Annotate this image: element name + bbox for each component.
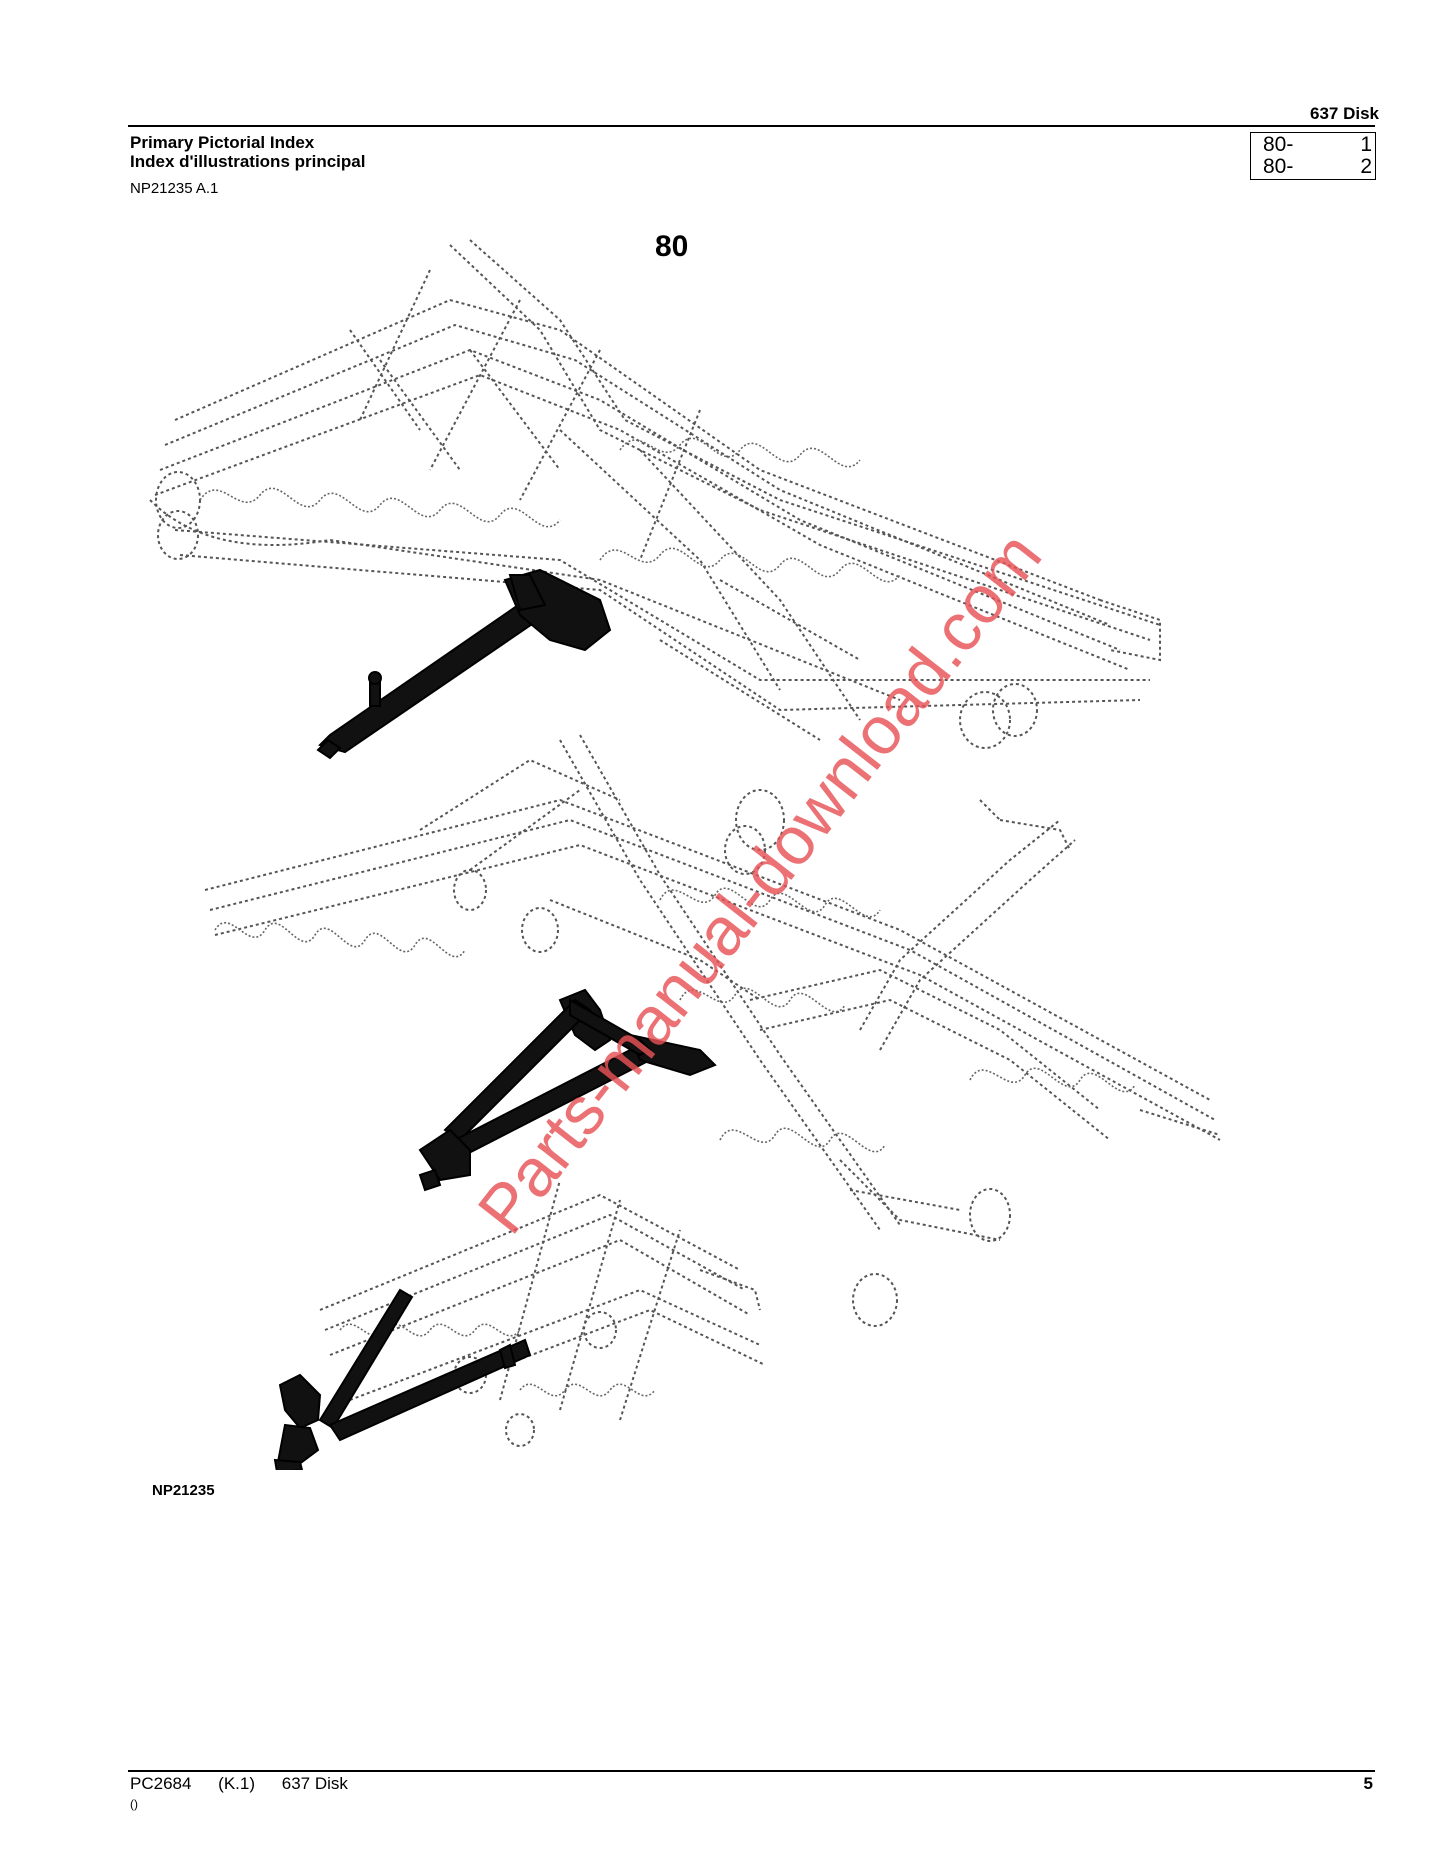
reference-number: 2 xyxy=(1360,155,1372,178)
header-title: 637 Disk xyxy=(1310,104,1379,123)
reference-row[interactable]: 80- 2 xyxy=(1251,156,1375,178)
reference-box: 80- 1 80- 2 xyxy=(1250,132,1376,180)
footer-model: 637 Disk xyxy=(281,1774,348,1793)
footer-info: PC2684 (K.1) 637 Disk xyxy=(130,1774,370,1794)
page-number: 5 xyxy=(1363,1774,1373,1793)
figure-group-label: 80 xyxy=(655,230,689,263)
reference-number: 1 xyxy=(1360,133,1372,156)
figure-reference: NP21235 A.1 xyxy=(130,180,219,197)
footer-rule xyxy=(128,1770,1375,1772)
index-title: Primary Pictorial Index Index d'illustra… xyxy=(130,133,365,171)
index-title-fr: Index d'illustrations principal xyxy=(130,152,366,171)
reference-row[interactable]: 80- 1 xyxy=(1251,134,1375,156)
disk-assembly-drawing xyxy=(149,239,1221,1470)
hitch-lower xyxy=(273,1288,532,1470)
hitch-upper xyxy=(316,568,612,760)
footer-revision: (K.1) xyxy=(218,1774,256,1793)
figure-code-label: NP21235 xyxy=(152,1482,215,1499)
index-title-en: Primary Pictorial Index xyxy=(130,133,315,152)
header-rule xyxy=(128,125,1375,127)
hitch-middle xyxy=(418,988,717,1192)
reference-prefix: 80- xyxy=(1263,133,1294,156)
reference-prefix: 80- xyxy=(1263,155,1294,178)
footer-parenthetical: () xyxy=(130,1797,138,1811)
footer-doc-number: PC2684 xyxy=(130,1774,192,1793)
disc-gang-middle xyxy=(214,887,1136,1153)
disc-gang-upper xyxy=(199,437,901,583)
